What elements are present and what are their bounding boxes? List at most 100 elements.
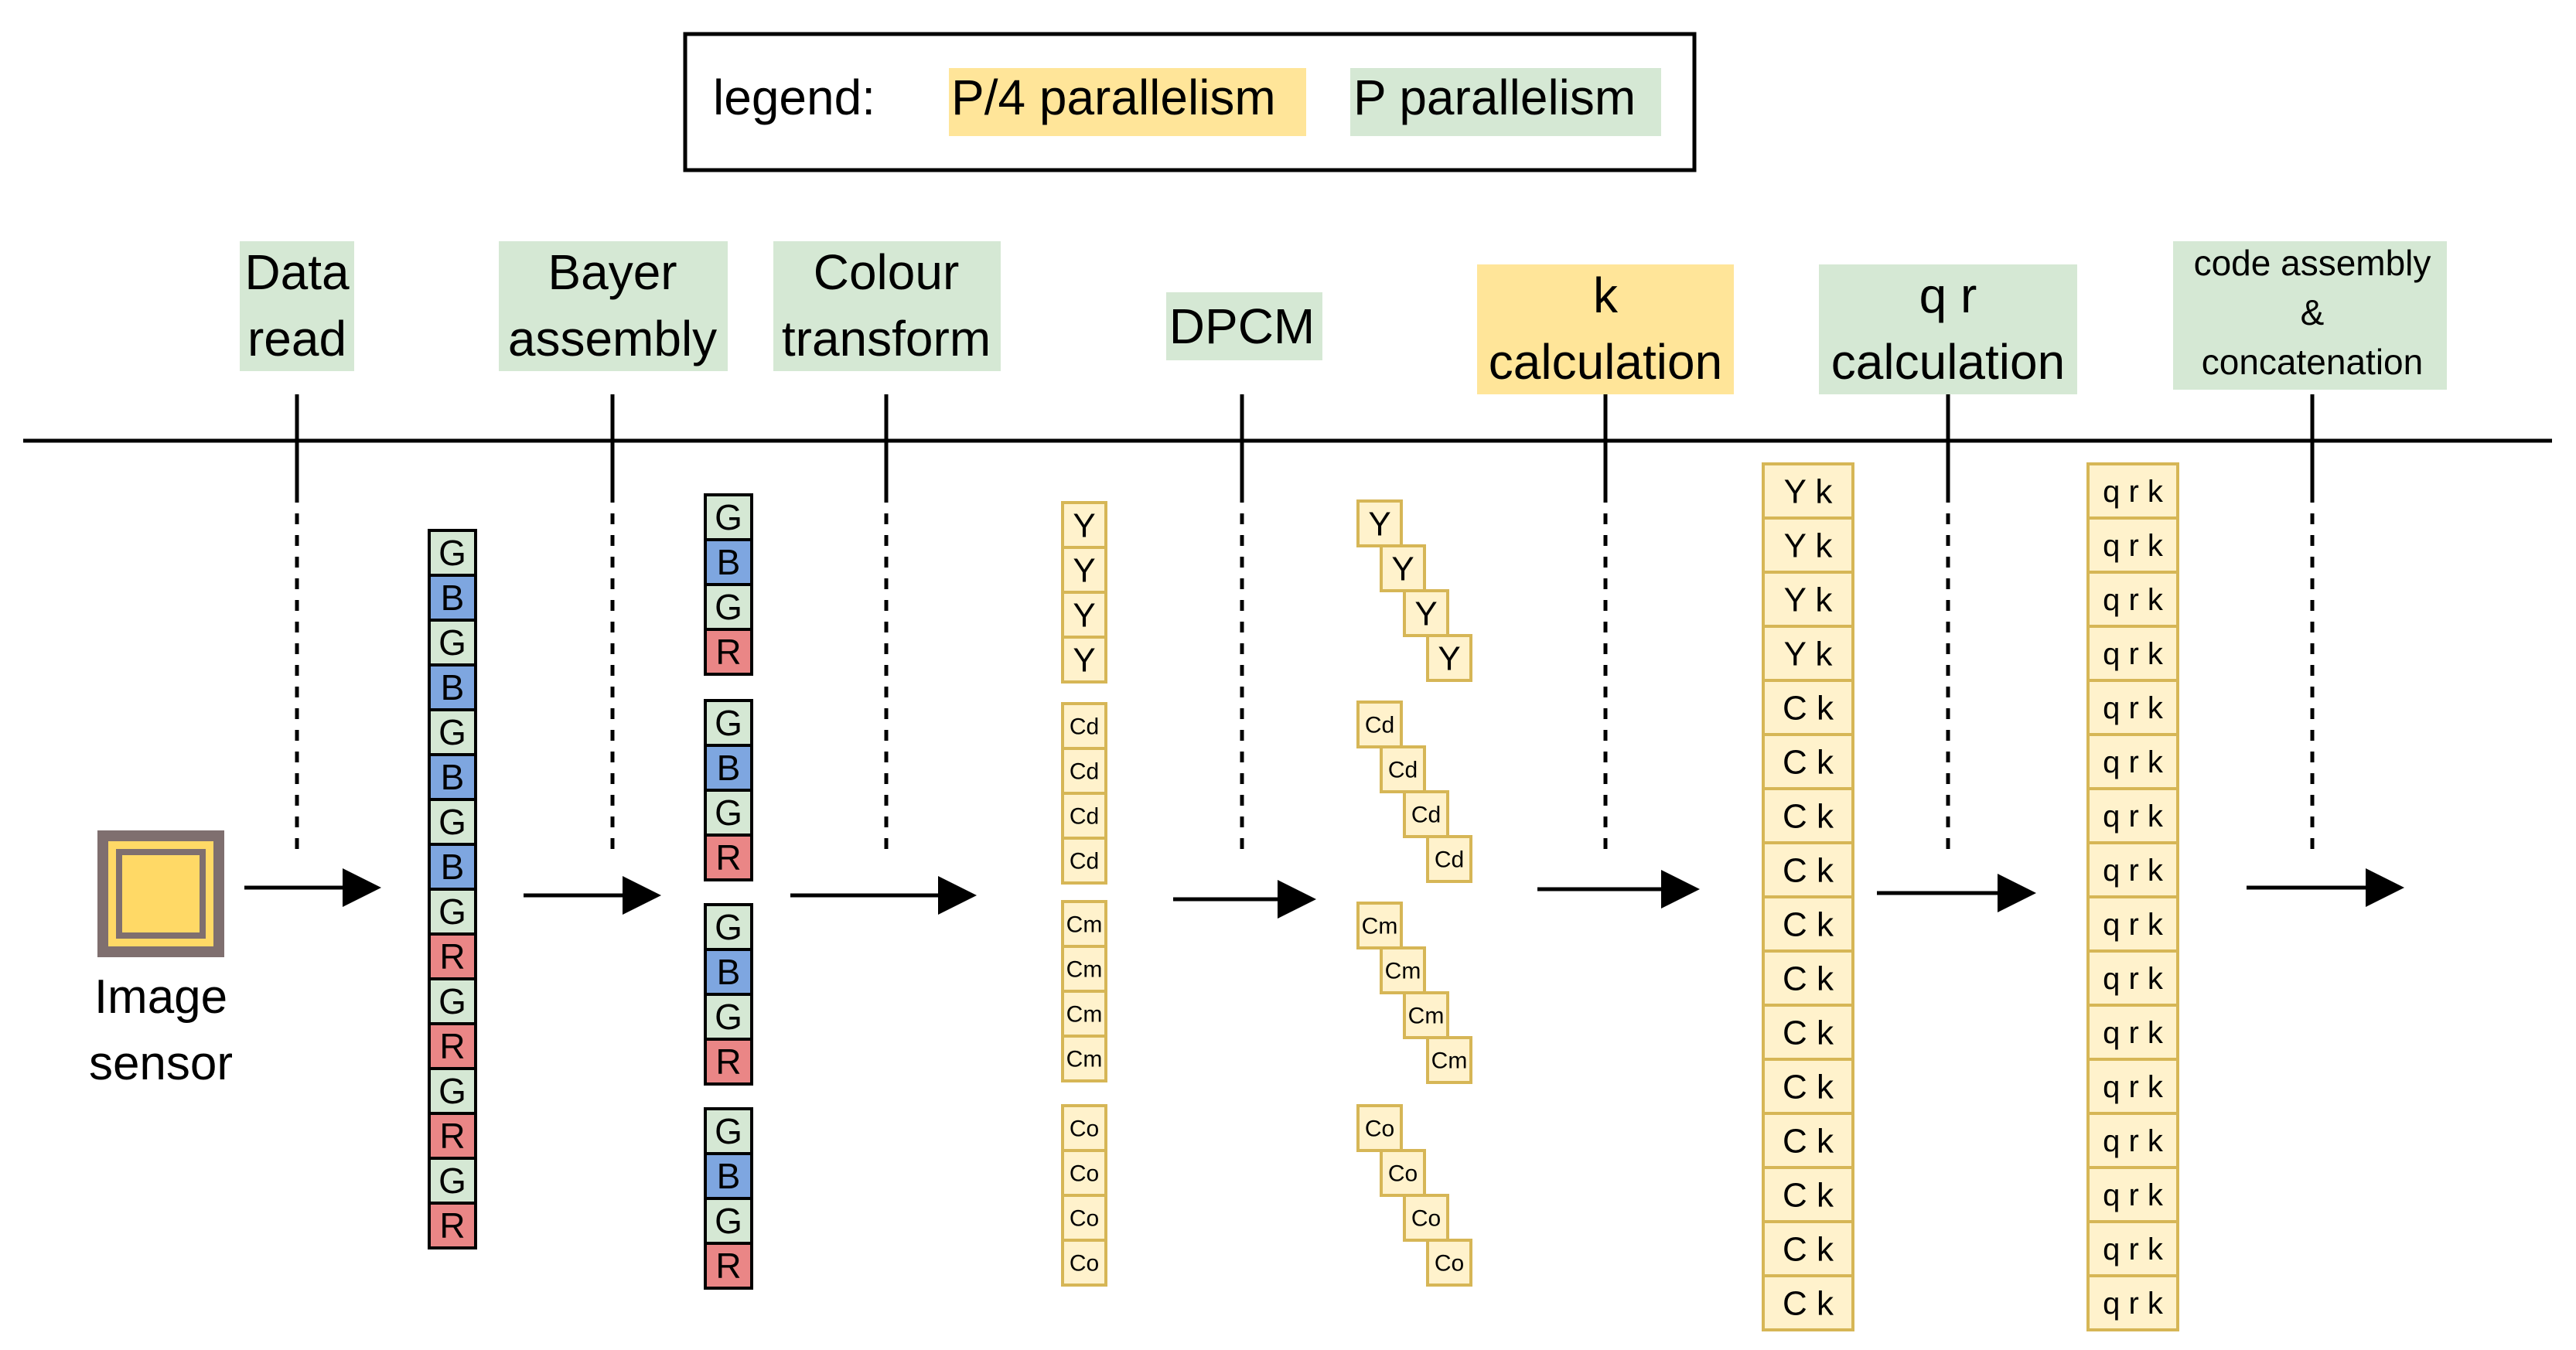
cell-label: R — [715, 1041, 741, 1082]
cell-qrk: q r k — [2086, 949, 2179, 1007]
cell-label: G — [715, 587, 742, 627]
cell-label: G — [438, 1161, 466, 1201]
cell-b: B — [704, 744, 753, 792]
cell-label: G — [438, 712, 466, 752]
cell-label: C k — [1783, 1176, 1834, 1214]
cell-label: q r k — [2103, 1124, 2164, 1158]
cell-qrk: q r k — [2086, 462, 2179, 520]
cell-label: Cm — [1066, 1002, 1103, 1028]
cell-label: q r k — [2103, 1178, 2164, 1212]
cell-label: Y k — [1784, 635, 1834, 673]
cell-label: C k — [1783, 743, 1834, 781]
cell-ck: C k — [1762, 787, 1854, 844]
data-columns: GBGBGBGBGRGRGRGRGBGRGBGRGBGRGBGRYYYYCdCd… — [428, 462, 2179, 1331]
cell-qrk: q r k — [2086, 1112, 2179, 1169]
cell-label: C k — [1783, 905, 1834, 943]
k-column: Y kY kY kY kC kC kC kC kC kC kC kC kC kC… — [1762, 462, 1854, 1331]
cell-r: R — [428, 1022, 477, 1070]
cell-qrk: q r k — [2086, 571, 2179, 628]
cell-label: R — [439, 1205, 465, 1246]
cell-cm: Cm — [1403, 991, 1449, 1039]
cell-ck: C k — [1762, 1112, 1854, 1169]
stage-label-box — [773, 241, 1001, 371]
stage-label-text: calculation — [1489, 334, 1722, 390]
legend-label-p4: P/4 parallelism — [951, 70, 1276, 125]
cell-qrk: q r k — [2086, 679, 2179, 736]
cell-label: G — [715, 997, 742, 1037]
cell-g: G — [428, 529, 477, 577]
cell-label: R — [439, 1116, 465, 1156]
cell-label: B — [441, 847, 465, 887]
cell-label: q r k — [2103, 1287, 2164, 1321]
qr-column: q r kq r kq r kq r kq r kq r kq r kq r k… — [2086, 462, 2179, 1331]
cell-co: Co — [1426, 1239, 1472, 1287]
cell-label: G — [715, 793, 742, 833]
cell-label: R — [715, 837, 741, 878]
stage-label-text: Data — [244, 244, 350, 300]
cell-qrk: q r k — [2086, 1058, 2179, 1115]
cell-label: q r k — [2103, 1016, 2164, 1050]
cell-label: q r k — [2103, 854, 2164, 888]
stage-label-box — [2173, 241, 2447, 390]
cell-label: Y — [1368, 505, 1390, 543]
cell-g: G — [704, 493, 753, 541]
cell-label: C k — [1783, 1230, 1834, 1268]
cell-cm: Cm — [1061, 900, 1107, 948]
cell-label: Y — [1438, 639, 1460, 677]
cell-label: G — [438, 1071, 466, 1111]
cell-label: q r k — [2103, 529, 2164, 563]
cell-ck: C k — [1762, 949, 1854, 1007]
stage-label-box — [1166, 292, 1322, 360]
cell-b: B — [428, 574, 477, 622]
cell-label: q r k — [2103, 475, 2164, 509]
cell-b: B — [704, 1152, 753, 1200]
cell-y: Y — [1380, 544, 1426, 592]
cell-label: Y — [1391, 550, 1414, 588]
cell-g: G — [428, 888, 477, 936]
cell-label: Cd — [1365, 713, 1394, 738]
cell-label: G — [715, 1201, 742, 1241]
legend-swatch-p — [1350, 68, 1661, 136]
cell-label: Cd — [1070, 759, 1099, 785]
cell-label: G — [715, 1111, 742, 1151]
cell-label: G — [715, 703, 742, 743]
cell-r: R — [428, 1112, 477, 1160]
cell-label: Cd — [1388, 758, 1418, 783]
cell-yk: Y k — [1762, 571, 1854, 628]
cell-ck: C k — [1762, 841, 1854, 898]
stage-label-box — [1477, 264, 1734, 394]
cell-label: Cm — [1408, 1004, 1445, 1029]
stage-label-box — [499, 241, 728, 371]
cell-cd: Cd — [1403, 790, 1449, 838]
cell-cm: Cm — [1356, 902, 1403, 949]
cell-qrk: q r k — [2086, 1274, 2179, 1331]
cell-cd: Cd — [1061, 747, 1107, 795]
cell-label: q r k — [2103, 962, 2164, 996]
cell-label: G — [715, 907, 742, 947]
cell-label: Co — [1435, 1251, 1464, 1277]
cell-label: Y k — [1784, 527, 1834, 564]
cell-co: Co — [1061, 1104, 1107, 1152]
cell-co: Co — [1380, 1149, 1426, 1197]
cell-y: Y — [1061, 636, 1107, 684]
cell-label: Co — [1365, 1116, 1394, 1142]
cell-cm: Cm — [1061, 945, 1107, 993]
cell-label: Cm — [1431, 1048, 1468, 1074]
cell-qrk: q r k — [2086, 625, 2179, 682]
cell-label: Cd — [1411, 803, 1441, 828]
cell-label: Cm — [1385, 959, 1421, 984]
cell-label: q r k — [2103, 908, 2164, 942]
cell-label: q r k — [2103, 1232, 2164, 1266]
legend-swatch-p4 — [949, 68, 1306, 136]
image-sensor: Image sensor — [89, 830, 233, 1090]
cell-label: Y — [1414, 595, 1437, 632]
cell-label: C k — [1783, 851, 1834, 889]
stage-label-text: transform — [782, 311, 991, 366]
cell-qrk: q r k — [2086, 1004, 2179, 1061]
cell-label: Cm — [1362, 914, 1398, 939]
cell-label: C k — [1783, 1284, 1834, 1322]
cell-label: G — [438, 981, 466, 1021]
